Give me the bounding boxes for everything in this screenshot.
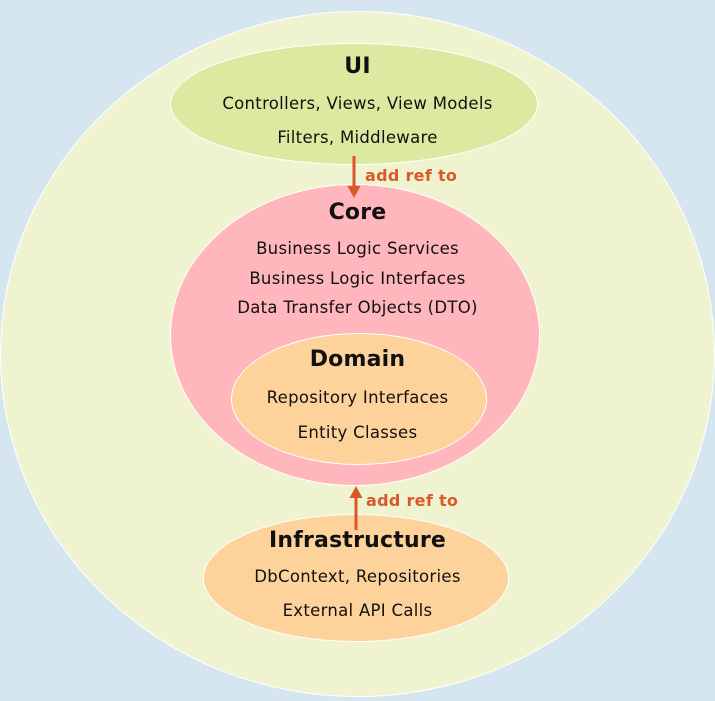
ui-layer-item: Filters, Middleware <box>277 128 438 147</box>
core-layer-item: Business Logic Interfaces <box>249 269 466 288</box>
infrastructure-layer-title: Infrastructure <box>268 528 447 553</box>
ui-layer-title: UI <box>344 54 371 79</box>
core-layer-title: Core <box>328 200 387 225</box>
ui-to-core-arrow <box>347 156 361 198</box>
domain-layer-item: Entity Classes <box>297 423 418 442</box>
core-layer-item: Data Transfer Objects (DTO) <box>237 298 478 317</box>
infrastructure-to-core-arrow-label: add ref to <box>366 491 459 510</box>
ui-layer-item: Controllers, Views, View Models <box>222 94 493 113</box>
infrastructure-layer-ellipse <box>203 514 509 642</box>
infrastructure-layer-item: External API Calls <box>282 601 433 620</box>
domain-layer-ellipse <box>231 333 487 465</box>
domain-layer-item: Repository Interfaces <box>266 388 449 407</box>
domain-layer-title: Domain <box>309 347 406 372</box>
infrastructure-to-core-arrow <box>349 486 363 530</box>
ui-layer-ellipse <box>170 43 538 165</box>
infrastructure-layer-item: DbContext, Repositories <box>254 567 461 586</box>
ui-to-core-arrow-label: add ref to <box>365 166 458 185</box>
core-layer-item: Business Logic Services <box>256 239 459 258</box>
